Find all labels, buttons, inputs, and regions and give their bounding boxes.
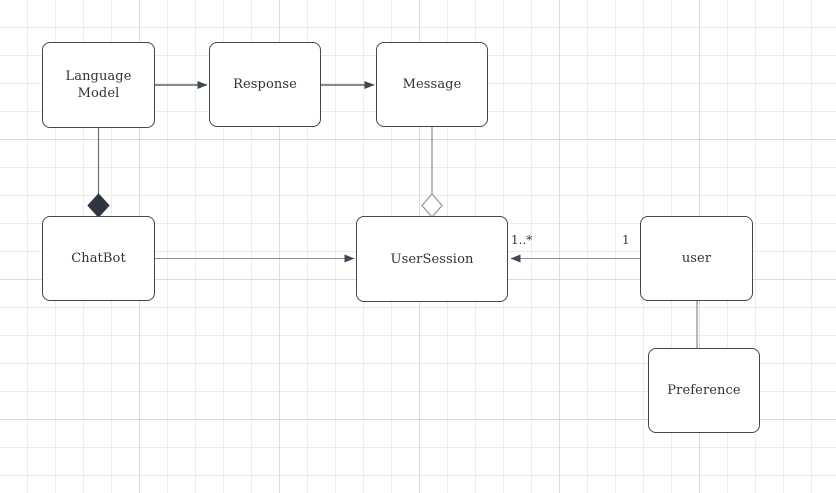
node-preference[interactable]: Preference [648, 348, 760, 433]
edge-message-to-usersession [421, 127, 443, 218]
node-usersession[interactable]: UserSession [356, 216, 508, 302]
node-user[interactable]: user [640, 216, 753, 301]
node-message[interactable]: Message [376, 42, 488, 127]
multiplicity-label-one: 1 [622, 233, 630, 247]
node-language-model[interactable]: Language Model [42, 42, 155, 128]
aggregation-diamond-icon [421, 193, 443, 218]
node-label-preference: Preference [667, 383, 741, 398]
multiplicity-label-many: 1..* [511, 233, 533, 247]
node-label-user: user [681, 251, 712, 266]
edge-language-model-to-chatbot [87, 128, 110, 218]
node-chatbot[interactable]: ChatBot [42, 216, 155, 301]
node-response[interactable]: Response [209, 42, 321, 127]
node-label-response: Response [233, 77, 297, 92]
composition-diamond-icon [87, 193, 110, 218]
node-label-message: Message [402, 77, 462, 92]
node-label-language-model: Language Model [65, 69, 132, 101]
node-label-usersession: UserSession [390, 251, 474, 267]
node-label-chatbot: ChatBot [71, 251, 126, 266]
